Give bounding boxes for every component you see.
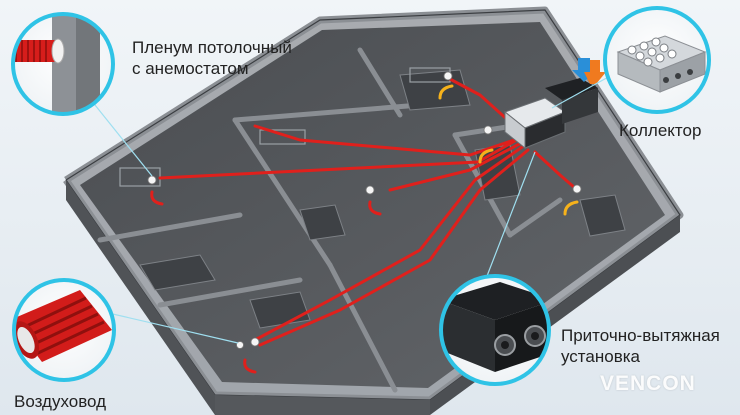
callout-lines	[94, 74, 613, 344]
ahu-label: Приточно-вытяжная установка	[561, 325, 720, 367]
intake-exhaust-arrows	[572, 58, 606, 84]
callout-ahu	[439, 274, 551, 386]
callout-collector	[603, 6, 711, 114]
callout-plenum	[11, 12, 115, 116]
brand-logo: VENCON	[600, 372, 696, 395]
duct-network	[158, 76, 577, 347]
collector-label: Коллектор	[619, 121, 702, 140]
callout-duct	[12, 278, 116, 382]
plenum-label-line1: Пленум потолочный	[132, 38, 292, 57]
airflow-arrows	[150, 84, 579, 374]
duct-label: Воздуховод	[14, 392, 107, 411]
plenum-label-line2: с анемостатом	[132, 59, 249, 78]
ahu-label-line2: установка	[561, 347, 640, 366]
ahu-label-line1: Приточно-вытяжная	[561, 326, 720, 345]
plenum-label: Пленум потолочный с анемостатом	[132, 37, 292, 79]
